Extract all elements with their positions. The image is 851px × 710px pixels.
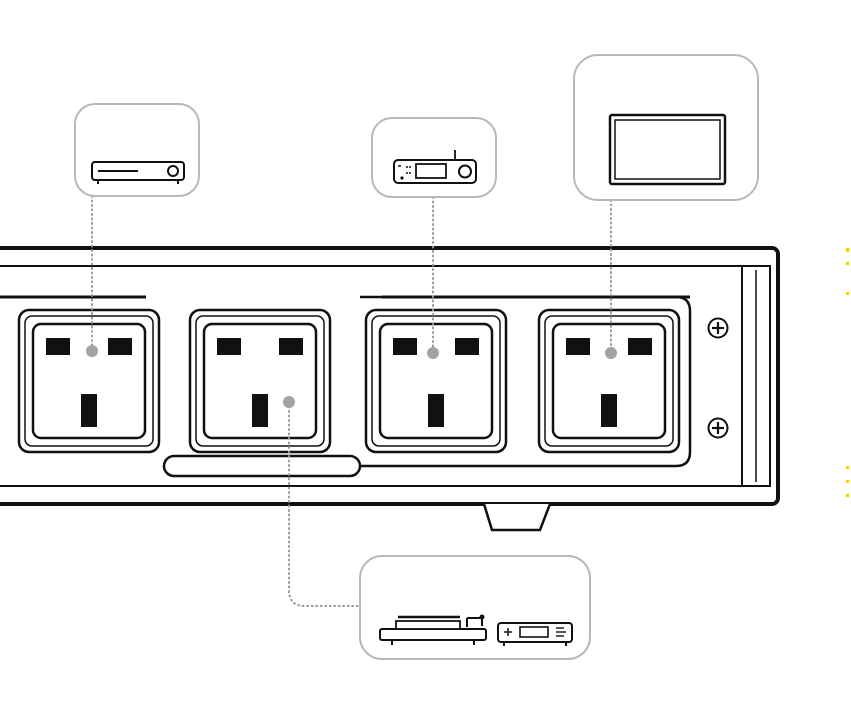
- connection-dot: [283, 396, 295, 408]
- callout-tv-display: [574, 55, 758, 200]
- connection-dot: [86, 345, 98, 357]
- switch-slot: [164, 456, 360, 476]
- outlet-3: [366, 310, 506, 452]
- disc-player-icon: [92, 162, 184, 184]
- outlet-1: [19, 310, 159, 452]
- tv-display-icon: [610, 115, 725, 184]
- power-strip: [0, 248, 778, 530]
- outlet-earth-slot: [81, 394, 97, 427]
- connection-dot: [605, 347, 617, 359]
- outlet-4: [539, 310, 679, 452]
- mounting-screw-bottom-icon: [709, 419, 728, 438]
- outlet-neutral-slot: [108, 338, 132, 355]
- edge-accent-marks: [846, 248, 849, 497]
- callout-network-streamer: [372, 118, 496, 197]
- callout-turntable-amplifier: [360, 556, 590, 659]
- connection-dot: [427, 347, 439, 359]
- callout-disc-player: [75, 104, 199, 196]
- outlet-live-slot: [46, 338, 70, 355]
- phono-amplifier-icon: [498, 623, 572, 646]
- mounting-screw-top-icon: [709, 319, 728, 338]
- outlet-2: [190, 310, 330, 452]
- strip-foot: [484, 504, 550, 530]
